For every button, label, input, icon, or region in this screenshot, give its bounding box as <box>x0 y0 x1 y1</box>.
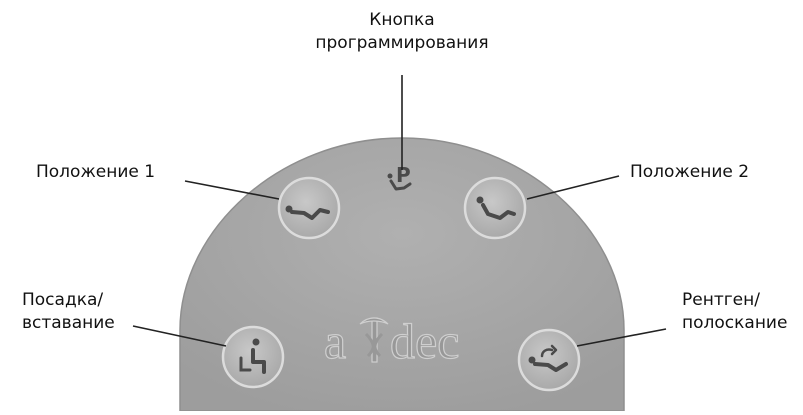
label-sit-stand-line-2: вставание <box>22 313 115 333</box>
rinse-patient-icon <box>528 344 568 372</box>
svg-text:a: a <box>324 313 346 369</box>
position-1-button[interactable] <box>277 176 341 240</box>
adec-logo: a dec <box>323 312 460 369</box>
sit-stand-button[interactable] <box>221 325 285 389</box>
label-xray-rinse: Рентген/ полоскание <box>682 289 787 335</box>
seated-patient-icon <box>239 338 266 374</box>
label-programming-line-2: программирования <box>315 33 489 53</box>
label-programming-button: Кнопка программирования <box>302 9 502 55</box>
leader-position-1 <box>184 180 280 200</box>
xray-rinse-button[interactable] <box>517 328 581 392</box>
label-sit-stand-line-1: Посадка/ <box>22 290 104 310</box>
caduceus-icon <box>359 317 389 363</box>
reclined-patient-icon <box>285 205 330 220</box>
leader-lines <box>132 75 667 347</box>
label-position-1: Положение 1 <box>36 162 156 182</box>
label-sit-stand: Посадка/ вставание <box>22 289 115 335</box>
label-xray-rinse-line-2: полоскание <box>682 313 788 333</box>
programming-button[interactable]: P <box>387 163 412 191</box>
label-xray-rinse-line-1: Рентген/ <box>682 290 760 310</box>
p-program-icon: P <box>387 163 412 191</box>
leader-sit-stand <box>132 325 227 347</box>
position-2-button[interactable] <box>463 176 527 240</box>
label-position-2: Положение 2 <box>630 162 750 182</box>
label-programming-line-1: Кнопка <box>369 10 435 30</box>
leader-xray-rinse <box>576 328 667 347</box>
upright-patient-icon <box>476 196 516 220</box>
svg-text:P: P <box>396 163 411 187</box>
svg-text:dec: dec <box>390 313 459 369</box>
leader-position-2 <box>526 175 620 200</box>
